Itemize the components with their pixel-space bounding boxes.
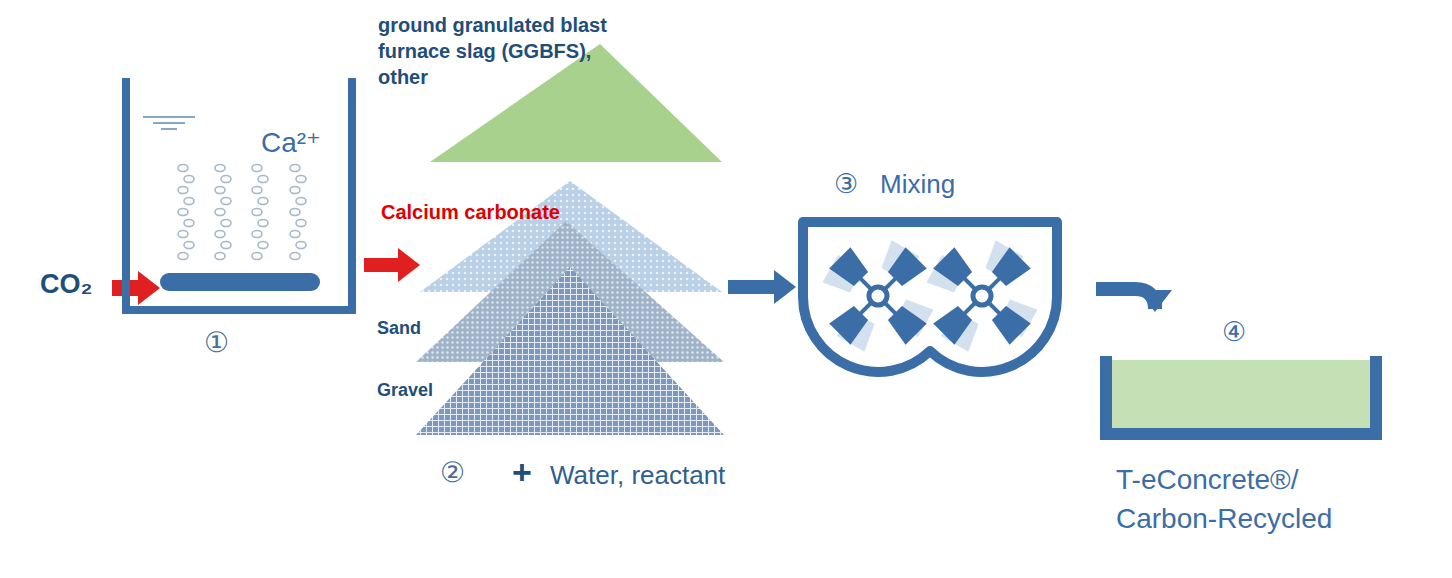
diffuser-bar	[160, 273, 320, 291]
bubble	[178, 165, 188, 172]
bubble	[221, 242, 231, 249]
bubble	[184, 242, 194, 249]
rotor	[926, 240, 1037, 351]
bubble	[178, 187, 188, 194]
bubble	[296, 242, 306, 249]
bubble	[258, 198, 268, 205]
callout-number: ③	[834, 168, 858, 200]
concrete-fill	[1106, 360, 1376, 435]
bubble	[252, 187, 262, 194]
pile-label: Gravel	[377, 380, 433, 402]
pile-shape	[416, 267, 724, 435]
bubble	[215, 187, 225, 194]
flow-arrow	[1096, 289, 1172, 312]
rotor	[822, 240, 933, 351]
bubble	[290, 231, 300, 238]
bubble	[258, 242, 268, 249]
water-surface	[161, 128, 177, 130]
bubble	[252, 253, 262, 260]
shape-outline	[116, 72, 360, 316]
pile-label: ground granulated blast furnace slag (GG…	[378, 12, 628, 90]
bubble	[178, 253, 188, 260]
tank-wall	[126, 78, 352, 310]
bubble	[252, 209, 262, 216]
bubble	[258, 220, 268, 227]
bubble	[252, 231, 262, 238]
gas-label: CO₂	[40, 268, 93, 300]
bubble	[215, 209, 225, 216]
concrete-tray: ④ T-eConcrete®/ Carbon-Recycled	[1094, 312, 1390, 556]
bubble	[178, 231, 188, 238]
bubble	[221, 198, 231, 205]
ingredient-note: Water, reactant	[550, 460, 725, 491]
ion-label: Ca²⁺	[261, 126, 321, 160]
product-name: T-eConcrete®/ Carbon-Recycled	[1116, 460, 1386, 538]
mixer-bowl	[803, 222, 1057, 372]
pile-label: Calcium carbonate	[381, 200, 560, 224]
bubble	[296, 220, 306, 227]
mixer: ③ Mixing	[790, 164, 1062, 380]
co2-inlet-arrow	[112, 271, 160, 305]
water-surface	[153, 122, 185, 124]
pile-label: Sand	[377, 318, 421, 340]
callout-number: ②	[440, 456, 465, 490]
bubble	[290, 253, 300, 260]
bubble	[184, 220, 194, 227]
bubble	[221, 220, 231, 227]
bubble	[221, 176, 231, 183]
bubble	[215, 231, 225, 238]
bubble	[290, 187, 300, 194]
bubble	[184, 176, 194, 183]
bubble	[184, 198, 194, 205]
bubble	[258, 176, 268, 183]
callout-number: ④	[1222, 316, 1246, 348]
bubble	[290, 165, 300, 172]
bubble	[296, 176, 306, 183]
tray-wall	[1106, 356, 1376, 434]
reactor-tank: Ca²⁺	[116, 72, 360, 316]
water-surface	[143, 116, 195, 118]
plus-sign: +	[512, 452, 532, 493]
bubble	[215, 253, 225, 260]
bubble	[252, 165, 262, 172]
flow-arrow	[728, 270, 796, 304]
callout-number: ①	[204, 326, 229, 360]
shape-outline	[374, 264, 726, 437]
bubble	[178, 209, 188, 216]
flow-arrow	[364, 248, 420, 282]
bubble	[296, 198, 306, 205]
step-title: Mixing	[880, 169, 955, 200]
bubble	[290, 209, 300, 216]
bubble	[215, 165, 225, 172]
gravel-pile: Gravel	[374, 264, 726, 437]
slag-pile: ground granulated blast furnace slag (GG…	[374, 8, 724, 164]
